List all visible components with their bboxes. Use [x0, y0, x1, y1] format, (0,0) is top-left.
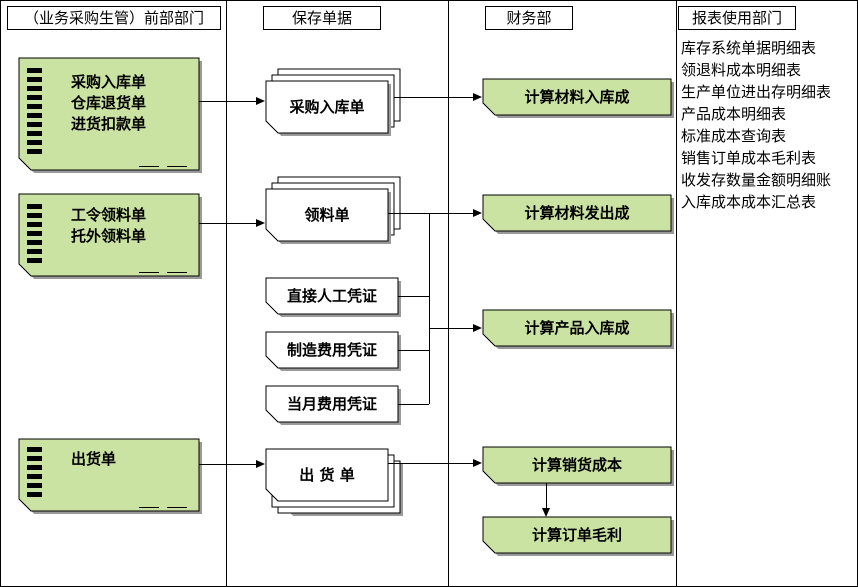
task-material-receipt-cost: 计算材料入库成	[482, 78, 674, 118]
arrowhead-icon	[256, 219, 265, 227]
doc-stack-material-requisition: 领料单	[265, 176, 401, 244]
arrowhead-icon	[473, 324, 482, 332]
report-item: 收发存数量金额明细账	[681, 171, 832, 189]
doc-stack-purchase-receipt: 采购入库单	[265, 68, 401, 136]
lane-divider-2	[448, 1, 449, 586]
binding-bars-icon	[27, 204, 42, 264]
signature-lines	[131, 156, 187, 167]
doc-label: 制造费用凭证	[286, 341, 377, 359]
doc-monthly-expense-voucher: 当月费用凭证	[265, 385, 401, 425]
binding-bars-icon	[27, 68, 42, 158]
arrowhead-icon	[256, 460, 265, 468]
note-line: 出货单	[71, 450, 117, 468]
note-line: 托外领料单	[71, 227, 147, 245]
report-item: 销售订单成本毛利表	[681, 149, 817, 167]
doc-label: 直接人工凭证	[286, 287, 377, 305]
lane-header-source-dept: （业务采购生管）前部部门	[7, 6, 221, 30]
lane-header-report-users: 报表使用部门	[678, 6, 796, 30]
lane-header-finance-dept: 财务部	[485, 6, 573, 30]
note-line: 采购入库单	[71, 73, 147, 91]
doc-direct-labor-voucher: 直接人工凭证	[265, 277, 401, 317]
lane-divider-3	[676, 1, 677, 586]
lane-header-label: 保存单据	[291, 9, 352, 27]
arrow-note3-to-stack3	[199, 464, 256, 465]
report-item: 标准成本查询表	[681, 127, 787, 145]
arrow-note2-to-stack2	[199, 223, 256, 224]
note-material-requisitions: 工令领料单 托外领料单	[18, 193, 202, 279]
arrowhead-icon	[256, 97, 265, 105]
note-text: 出货单	[71, 449, 116, 470]
connector-expense-voucher	[398, 404, 429, 405]
report-item: 领退料成本明细表	[681, 61, 802, 79]
doc-label: 采购入库单	[289, 98, 365, 116]
arrowhead-icon	[542, 508, 550, 517]
note-text: 工令领料单 托外领料单	[71, 205, 146, 247]
task-cogs: 计算销货成本	[482, 446, 674, 486]
binding-bars-icon	[27, 447, 42, 501]
task-product-receipt-cost: 计算产品入库成	[482, 309, 674, 349]
connector-labor-voucher	[398, 296, 429, 297]
report-item: 库存系统单据明细表	[681, 39, 817, 57]
task-order-gross-profit: 计算订单毛利	[482, 516, 674, 556]
arrow-note1-to-stack1	[199, 101, 256, 102]
signature-lines	[131, 262, 187, 273]
arrow-stack2-to-task2	[388, 213, 474, 214]
report-item: 生产单位进出存明细表	[681, 83, 832, 101]
doc-manufacturing-overhead-voucher: 制造费用凭证	[265, 331, 401, 371]
arrowhead-icon	[473, 209, 482, 217]
connector-collector-line	[429, 213, 430, 404]
doc-label: 领料单	[304, 206, 350, 224]
task-label: 计算订单毛利	[531, 526, 622, 544]
doc-stack-shipping-order: 出 货 单	[265, 448, 403, 516]
arrow-collector-to-task3	[429, 328, 474, 329]
doc-label: 当月费用凭证	[286, 395, 377, 413]
lane-header-label: （业务采购生管）前部部门	[23, 9, 204, 27]
report-item: 产品成本明细表	[681, 105, 787, 123]
arrow-stack3-to-task4	[388, 463, 474, 464]
connector-overhead-voucher	[398, 350, 429, 351]
lane-header-label: 财务部	[506, 9, 552, 27]
task-label: 计算材料入库成	[524, 88, 630, 106]
task-material-issue-cost: 计算材料发出成	[482, 194, 674, 234]
lane-divider-1	[226, 1, 227, 586]
note-line: 工令领料单	[71, 206, 147, 224]
note-line: 进货扣款单	[71, 115, 147, 133]
arrowhead-icon	[473, 93, 482, 101]
arrowhead-icon	[473, 459, 482, 467]
report-list: 库存系统单据明细表 领退料成本明细表 生产单位进出存明细表 产品成本明细表 标准…	[681, 37, 831, 213]
task-label: 计算材料发出成	[524, 204, 630, 222]
note-text: 采购入库单 仓库退货单 进货扣款单	[71, 72, 146, 135]
report-item: 入库成本成本汇总表	[681, 193, 817, 211]
note-purchase-documents: 采购入库单 仓库退货单 进货扣款单	[18, 57, 202, 173]
note-line: 仓库退货单	[71, 94, 147, 112]
task-label: 计算销货成本	[531, 456, 622, 474]
lane-header-saved-docs: 保存单据	[263, 6, 381, 30]
arrow-stack1-to-task1	[394, 97, 474, 98]
task-label: 计算产品入库成	[524, 319, 630, 337]
lane-header-label: 报表使用部门	[691, 9, 782, 27]
doc-label: 出 货 单	[299, 466, 355, 484]
note-shipping-order: 出货单	[18, 438, 202, 514]
arrow-task4-to-task5	[546, 483, 547, 510]
signature-lines	[131, 497, 187, 508]
